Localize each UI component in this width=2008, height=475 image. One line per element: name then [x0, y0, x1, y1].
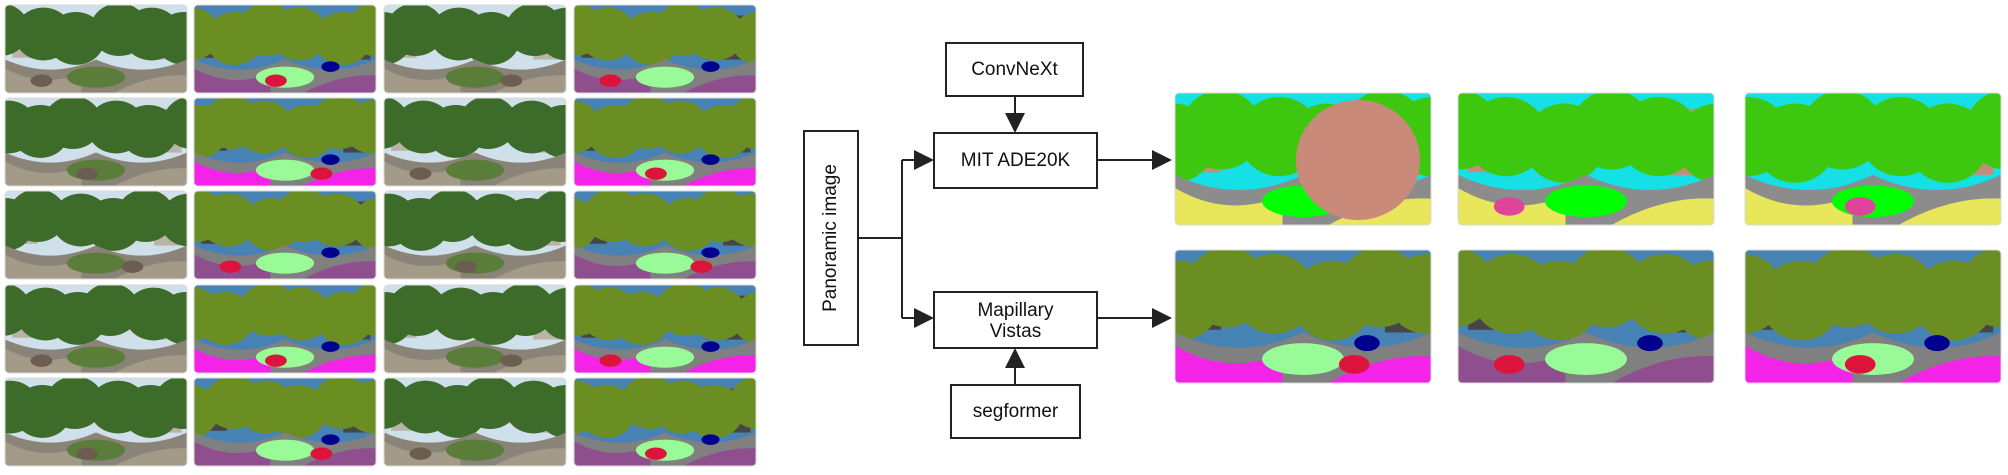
panoramic-image-node: Panoramic image — [803, 130, 859, 346]
grid-segmentation-thumbnail-r3-c4 — [573, 190, 757, 280]
grid-photo-thumbnail-r3-c1 — [4, 190, 188, 280]
segmentation-results — [1174, 92, 2002, 384]
pipeline-diagram: Panoramic image ConvNeXt MIT ADE20K Mapi… — [803, 42, 1172, 439]
grid-photo-thumbnail-r4-c1 — [4, 284, 188, 374]
convnext-node: ConvNeXt — [945, 42, 1084, 97]
mapillary-vistas-node: Mapillary Vistas — [933, 291, 1098, 349]
grid-segmentation-thumbnail-r2-c4 — [573, 97, 757, 187]
mapillary-result-image-3 — [1744, 249, 2002, 384]
convnext-label: ConvNeXt — [971, 59, 1058, 80]
mit-ade20k-label: MIT ADE20K — [961, 150, 1071, 171]
ade20k-building-region — [1296, 100, 1420, 220]
ade20k-result-image-3 — [1744, 92, 2002, 226]
grid-photo-thumbnail-r2-c1 — [4, 97, 188, 187]
mapillary-label-line2: Vistas — [990, 321, 1041, 342]
mit-ade20k-node: MIT ADE20K — [933, 132, 1098, 189]
grid-segmentation-thumbnail-r4-c4 — [573, 284, 757, 374]
mapillary-label-line1: Mapillary — [977, 300, 1054, 321]
thumbnail-grid — [4, 4, 757, 467]
mapillary-result-image-1 — [1174, 249, 1432, 384]
connectors — [858, 96, 1172, 385]
panoramic-image-label: Panoramic image — [820, 164, 841, 312]
segformer-node: segformer — [950, 384, 1081, 439]
mapillary-result-image-2 — [1457, 249, 1715, 384]
grid-segmentation-thumbnail-r1-c2 — [193, 4, 377, 94]
grid-photo-thumbnail-r4-c3 — [383, 284, 567, 374]
grid-segmentation-thumbnail-r5-c2 — [193, 377, 377, 467]
grid-segmentation-thumbnail-r4-c2 — [193, 284, 377, 374]
grid-photo-thumbnail-r5-c3 — [383, 377, 567, 467]
grid-segmentation-thumbnail-r2-c2 — [193, 97, 377, 187]
grid-segmentation-thumbnail-r3-c2 — [193, 190, 377, 280]
ade20k-result-image-2 — [1457, 92, 1715, 226]
grid-photo-thumbnail-r2-c3 — [383, 97, 567, 187]
segformer-label: segformer — [973, 401, 1059, 422]
grid-segmentation-thumbnail-r1-c4 — [573, 4, 757, 94]
grid-segmentation-thumbnail-r5-c4 — [573, 377, 757, 467]
grid-photo-thumbnail-r3-c3 — [383, 190, 567, 280]
grid-photo-thumbnail-r1-c3 — [383, 4, 567, 94]
grid-photo-thumbnail-r1-c1 — [4, 4, 188, 94]
grid-photo-thumbnail-r5-c1 — [4, 377, 188, 467]
